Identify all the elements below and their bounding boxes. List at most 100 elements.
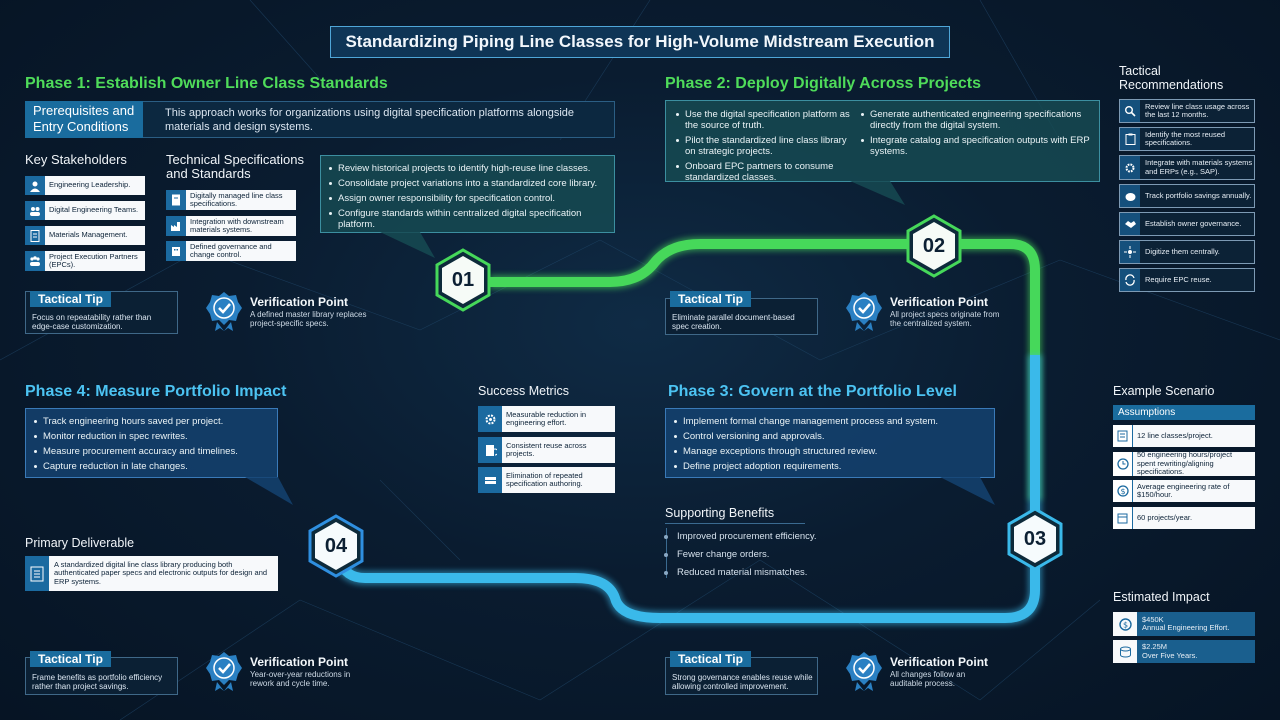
benefit-item: Improved procurement efficiency. — [677, 531, 817, 542]
phase4-title: Phase 4: Measure Portfolio Impact — [25, 383, 287, 400]
stakeholder-item: Materials Management. — [25, 226, 145, 245]
verified-badge-icon — [206, 652, 242, 691]
recommendation-item[interactable]: Integrate with materials systems and ERP… — [1119, 155, 1255, 180]
impact-label: Annual Engineering Effort. — [1142, 623, 1230, 632]
network-icon — [1120, 241, 1140, 263]
deliverable-text: A standardized digital line class librar… — [54, 559, 268, 586]
phase-node-04[interactable]: 04 — [307, 514, 365, 578]
benefit-dot — [664, 535, 668, 539]
callout-pointer — [940, 477, 995, 505]
phase-node-03[interactable]: 03 — [1006, 507, 1064, 571]
assumption-label: 60 projects/year. — [1137, 512, 1193, 522]
phase3-title: Phase 3: Govern at the Portfolio Level — [668, 383, 957, 400]
svg-text:$: $ — [1120, 487, 1125, 496]
vp-title: Verification Point — [890, 655, 989, 669]
assumption-item: 50 engineering hours/project spent rewri… — [1113, 450, 1255, 477]
recommendation-label: Establish owner governance. — [1145, 218, 1242, 228]
recommendation-item[interactable]: Require EPC reuse. — [1119, 268, 1255, 292]
prereq-text: This approach works for organizations us… — [165, 107, 575, 133]
callout-pointer — [245, 477, 293, 505]
recommendation-item[interactable]: Identify the most reused specifications. — [1119, 127, 1255, 151]
benefits-title: Supporting Benefits — [665, 506, 775, 520]
stakeholder-item: Project Execution Partners (EPCs). — [25, 251, 145, 271]
techspec-title: Technical Specifications and Standards — [166, 152, 305, 181]
tip-label: Tactical Tip — [670, 291, 751, 307]
vp-text: Year-over-year reductions in rework and … — [250, 670, 351, 688]
recommendation-label: Review line class usage across the last … — [1145, 101, 1250, 119]
assumption-label: 12 line classes/project. — [1137, 430, 1213, 440]
recommendation-label: Identify the most reused specifications. — [1145, 129, 1226, 147]
metric-item: Consistent reuse across projects. — [478, 437, 615, 463]
metric-label: Measurable reduction in engineering effo… — [506, 409, 587, 427]
stakeholder-item: Engineering Leadership. — [25, 176, 145, 195]
team-icon — [25, 201, 45, 220]
phase4-bullet: Track engineering hours saved per projec… — [34, 416, 269, 427]
stack-icon — [478, 467, 502, 493]
impact-value: $450K — [1142, 614, 1164, 624]
assumption-item: 60 projects/year. — [1113, 507, 1255, 529]
phase2-bullet: Pilot the standardized line class librar… — [676, 135, 851, 157]
list-icon — [1113, 425, 1133, 447]
phase3-bullet: Control versioning and approvals. — [674, 431, 986, 442]
deliverable-title: Primary Deliverable — [25, 536, 135, 550]
scenario-title: Example Scenario — [1113, 384, 1215, 398]
techspec-item: Defined governance and change control. — [166, 241, 296, 261]
recommendations-title: Tactical Recommendations — [1119, 64, 1224, 92]
benefit-item: Reduced material mismatches. — [677, 567, 808, 578]
assumptions-label: Assumptions — [1113, 405, 1255, 420]
phase-node-01[interactable]: 01 — [434, 248, 492, 312]
library-icon — [25, 556, 49, 591]
techspec-item: Digitally managed line class specificati… — [166, 190, 296, 210]
tip-text: Strong governance enables reuse while al… — [672, 673, 813, 691]
person-icon — [25, 176, 45, 195]
tip-label: Tactical Tip — [30, 291, 111, 307]
stakeholder-label: Engineering Leadership. — [49, 180, 131, 190]
tip-text: Frame benefits as portfolio efficiency r… — [32, 673, 163, 691]
recommendation-item[interactable]: Review line class usage across the last … — [1119, 99, 1255, 123]
metric-item: Measurable reduction in engineering effo… — [478, 406, 615, 432]
metric-label: Elimination of repeated specification au… — [506, 470, 583, 488]
recommendation-item[interactable]: Track portfolio savings annually. — [1119, 184, 1255, 208]
impact-label: Over Five Years. — [1142, 650, 1198, 660]
vp-text: All changes follow an auditable process. — [890, 670, 966, 688]
recycle-icon — [1120, 269, 1140, 291]
impact-title: Estimated Impact — [1113, 590, 1210, 604]
deliverable-item: A standardized digital line class librar… — [25, 556, 278, 591]
gear-chart-icon — [478, 406, 502, 432]
prereq-label: Prerequisites and Entry Conditions — [25, 101, 143, 138]
callout-pointer — [850, 181, 905, 205]
techspec-label: Integration with downstream materials sy… — [190, 216, 284, 234]
recommendation-label: Integrate with materials systems and ERP… — [1145, 158, 1253, 176]
recommendation-item[interactable]: Digitize them centrally. — [1119, 240, 1255, 264]
clipboard-icon — [1120, 128, 1140, 150]
phase4-bullet: Measure procurement accuracy and timelin… — [34, 446, 269, 457]
stakeholder-label: Project Execution Partners (EPCs). — [49, 251, 138, 269]
node-label: 01 — [451, 268, 475, 291]
benefit-dot — [664, 571, 668, 575]
phase-node-02[interactable]: 02 — [905, 214, 963, 278]
vp-text: All project specs originate from the cen… — [890, 310, 1000, 328]
node-label: 02 — [922, 234, 946, 257]
tip-text: Eliminate parallel document-based spec c… — [672, 313, 795, 331]
gears-icon — [1120, 156, 1140, 179]
phase1-bullet: Assign owner responsibility for specific… — [329, 193, 606, 204]
stakeholders-title: Key Stakeholders — [25, 152, 127, 167]
verified-badge-icon — [206, 292, 242, 331]
money-icon: $ — [1113, 612, 1137, 636]
vp-title: Verification Point — [890, 295, 989, 309]
recommendation-label: Require EPC reuse. — [1145, 274, 1212, 284]
vp-title: Verification Point — [250, 295, 349, 309]
phase3-actions: Implement formal change management proce… — [665, 408, 995, 478]
recommendation-item[interactable]: Establish owner governance. — [1119, 212, 1255, 236]
vp-text: A defined master library replaces projec… — [250, 310, 367, 328]
assumption-label: 50 engineering hours/project spent rewri… — [1137, 450, 1233, 477]
phase3-bullet: Define project adoption requirements. — [674, 461, 986, 472]
tip-label: Tactical Tip — [670, 651, 751, 667]
phase1-bullet: Review historical projects to identify h… — [329, 163, 606, 174]
handshake-icon — [1120, 213, 1140, 235]
impact-value: $2.25M — [1142, 642, 1168, 651]
techspec-label: Defined governance and change control. — [190, 241, 272, 259]
clock-icon — [1113, 452, 1133, 476]
